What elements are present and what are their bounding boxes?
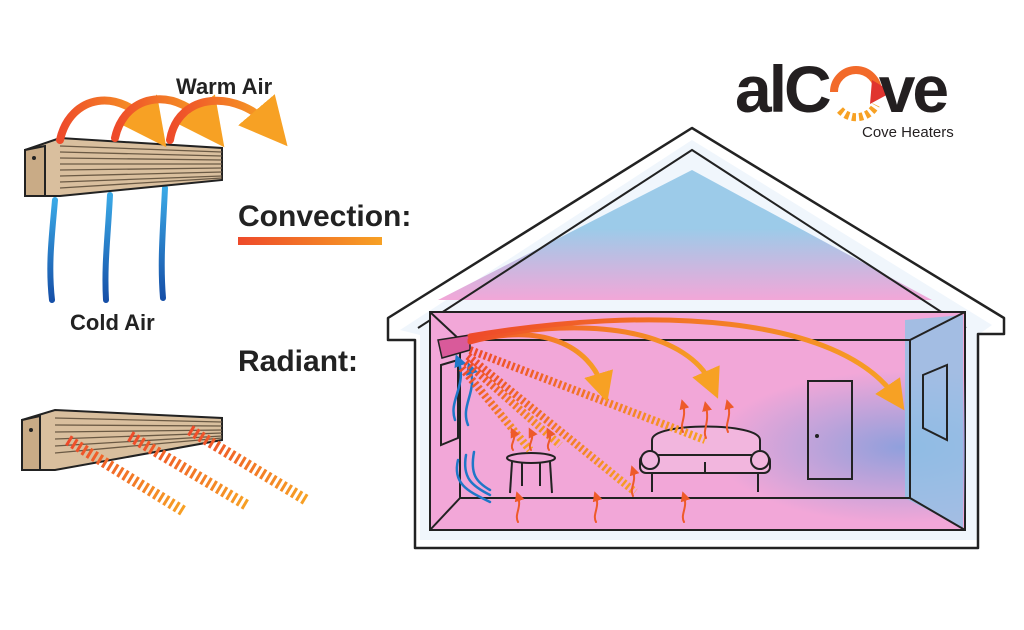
convection-swatch [238,237,382,245]
convection-label: Convection: [238,200,412,233]
radiant-heater-illustration [21,408,309,517]
house-cross-section [386,126,1006,550]
logo-subtitle: Cove Heaters [862,124,954,141]
logo-swirl-icon [830,66,892,122]
logo-text-left: alC [735,52,832,126]
warm-air-arcs [56,94,288,148]
cold-air-label: Cold Air [70,310,155,335]
radiant-label: Radiant: [238,345,358,378]
warm-air-label: Warm Air [176,74,273,99]
logo-text-right: ve [878,52,949,126]
convection-heater-illustration [24,94,288,303]
cold-air-streams [47,185,168,303]
